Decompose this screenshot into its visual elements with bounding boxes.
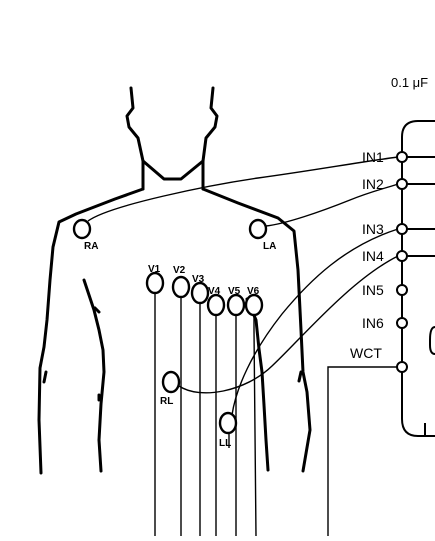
electrode-la: [248, 218, 268, 240]
left-arm-outer: [37, 187, 145, 475]
chin-outline: [141, 159, 205, 181]
electrode-v3: [190, 281, 210, 305]
connector-block-outline: [401, 120, 435, 437]
pin-label-in2: IN2: [362, 176, 384, 192]
pin-connector-in1: [396, 151, 408, 163]
left-arm-tick: [93, 306, 101, 314]
electrode-label-v3: V3: [192, 274, 205, 285]
electrode-v2: [171, 275, 191, 299]
electrode-rl: [161, 370, 181, 394]
electrode-v1: [145, 271, 165, 295]
left-arm-detail: [42, 370, 48, 384]
electrodes: [72, 218, 268, 435]
wire-ra-in1: [87, 156, 399, 222]
pin-connector-in4: [396, 250, 408, 262]
pin-label-in6: IN6: [362, 315, 384, 331]
electrode-ll: [218, 411, 238, 435]
connector-block: [401, 120, 435, 437]
pin-connectors: [396, 151, 408, 373]
wire-la-in2: [265, 183, 399, 227]
electrode-label-v2: V2: [173, 265, 186, 276]
electrode-label-v5: V5: [228, 286, 241, 297]
wire-ll-in3: [231, 228, 399, 416]
pin-connector-in6: [396, 317, 408, 329]
pin-label-in4: IN4: [362, 248, 384, 264]
pin-connector-wct: [396, 361, 408, 373]
electrode-ra: [72, 218, 92, 240]
connector-notch: [429, 326, 435, 355]
body-outline: [37, 86, 312, 475]
capacitor-label: 0.1 μF: [391, 75, 428, 90]
lead-wires: [87, 156, 399, 537]
wire-v6: [253, 313, 257, 537]
electrode-v5: [226, 293, 246, 317]
pin-connector-in2: [396, 178, 408, 190]
pin-label-in3: IN3: [362, 221, 384, 237]
wire-rl-in4: [178, 255, 399, 394]
electrode-label-la: LA: [263, 241, 276, 252]
electrode-label-ll: LL: [219, 438, 231, 449]
electrode-label-ra: RA: [84, 241, 98, 252]
pin-label-in5: IN5: [362, 282, 384, 298]
pin-connector-in5: [396, 284, 408, 296]
right-arm-inner: [245, 297, 270, 472]
pin-label-in1: IN1: [362, 149, 384, 165]
wire-wct: [327, 366, 398, 536]
right-arm-outer: [201, 187, 312, 473]
electrode-v4: [206, 293, 226, 317]
electrode-label-v1: V1: [148, 264, 161, 275]
electrode-label-v6: V6: [247, 286, 260, 297]
head-left-outline: [125, 86, 145, 191]
electrode-label-v4: V4: [208, 286, 221, 297]
head-right-outline: [201, 86, 219, 191]
electrode-v6: [244, 293, 264, 317]
right-arm-detail: [297, 370, 303, 383]
pin-label-wct: WCT: [350, 345, 382, 361]
pin-connector-in3: [396, 223, 408, 235]
electrode-label-rl: RL: [160, 396, 173, 407]
left-arm-inner: [82, 278, 106, 473]
